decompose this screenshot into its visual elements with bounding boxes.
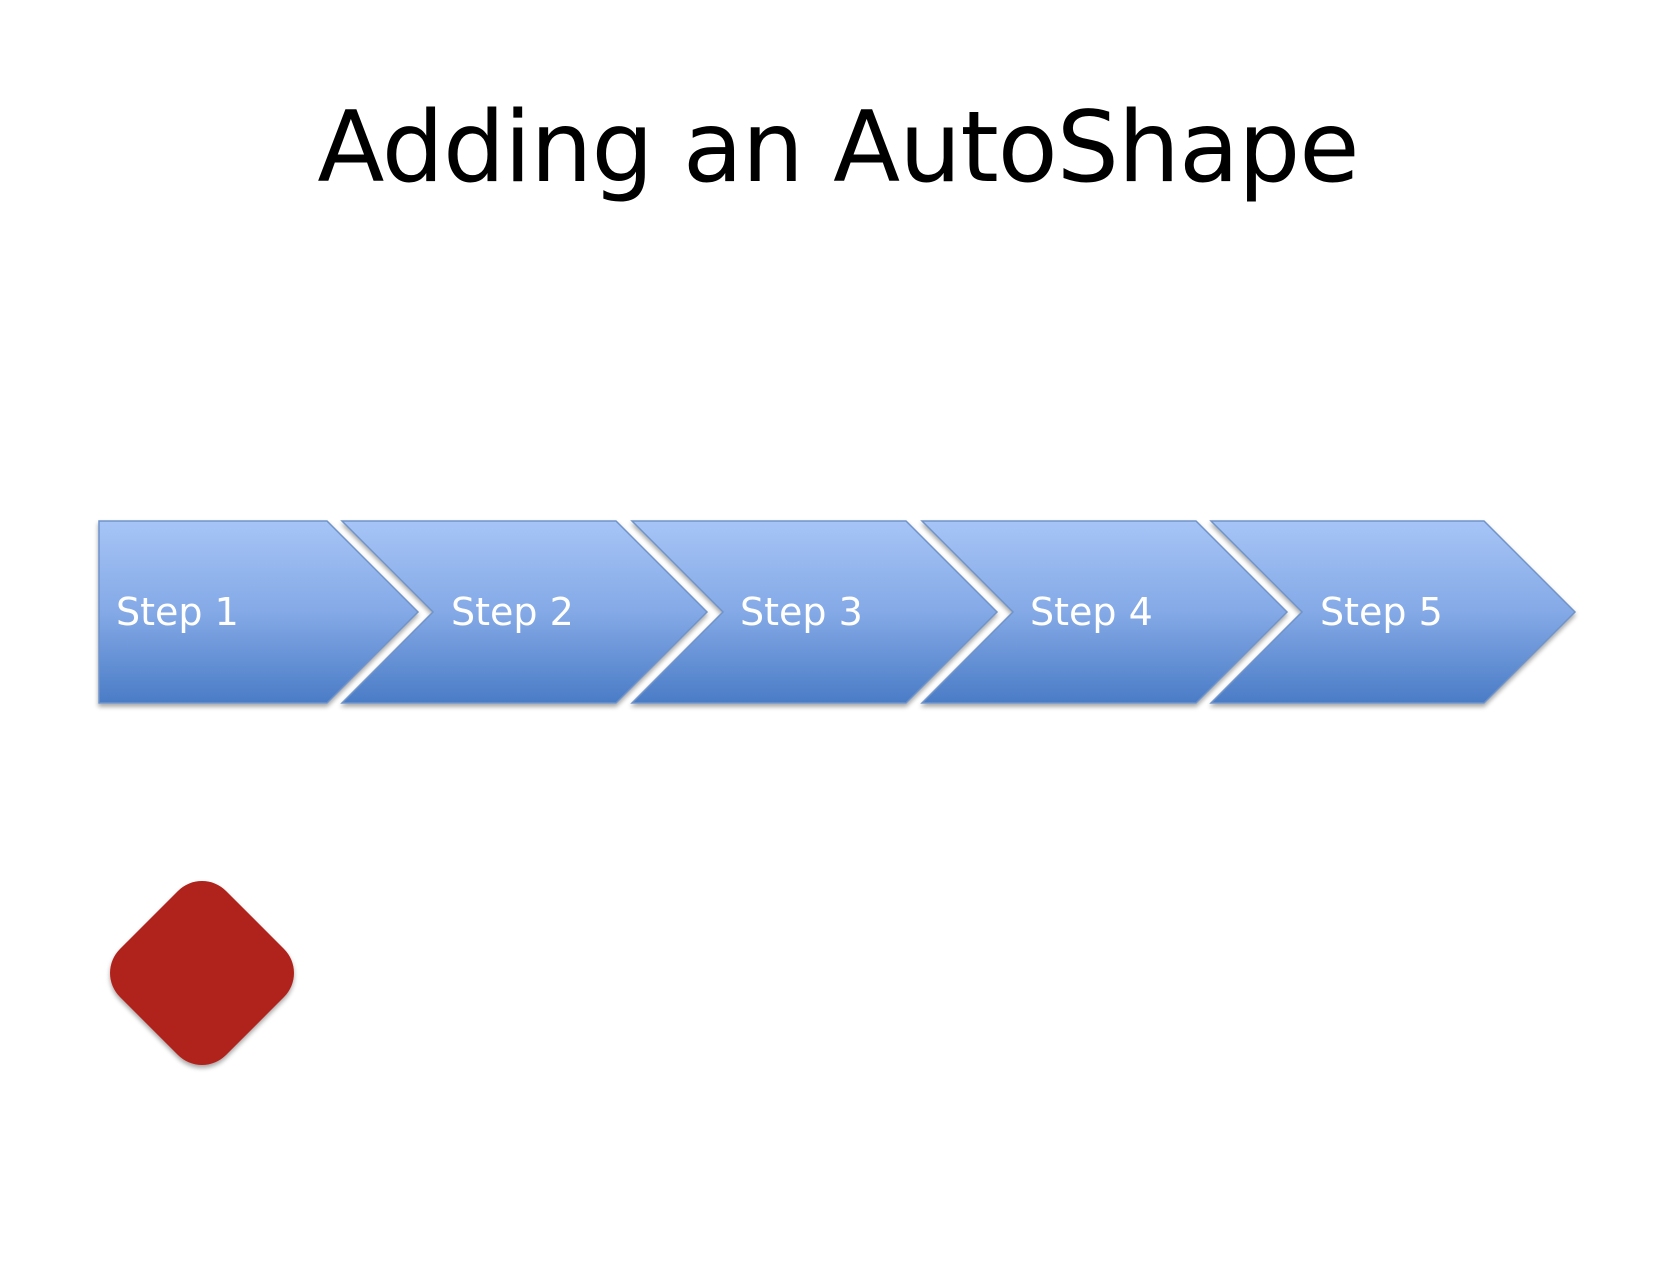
step-label: Step 2 (451, 590, 574, 634)
autoshape-diamond[interactable] (96, 867, 308, 1079)
step-label: Step 3 (740, 590, 863, 634)
chevron-step-4[interactable]: Step 4 (920, 520, 1289, 704)
step-label: Step 5 (1320, 590, 1443, 634)
chevron-step-5[interactable]: Step 5 (1209, 520, 1577, 704)
slide-title[interactable]: Adding an AutoShape (317, 91, 1359, 205)
step-label: Step 1 (116, 590, 239, 634)
chevron-step-1[interactable]: Step 1 (98, 520, 420, 704)
process-chevrons: Step 1 Step 2 Step 3 Step 4 Step 5 (98, 520, 1577, 704)
step-label: Step 4 (1030, 590, 1153, 634)
chevron-step-3[interactable]: Step 3 (630, 520, 999, 704)
chevron-step-2[interactable]: Step 2 (340, 520, 709, 704)
